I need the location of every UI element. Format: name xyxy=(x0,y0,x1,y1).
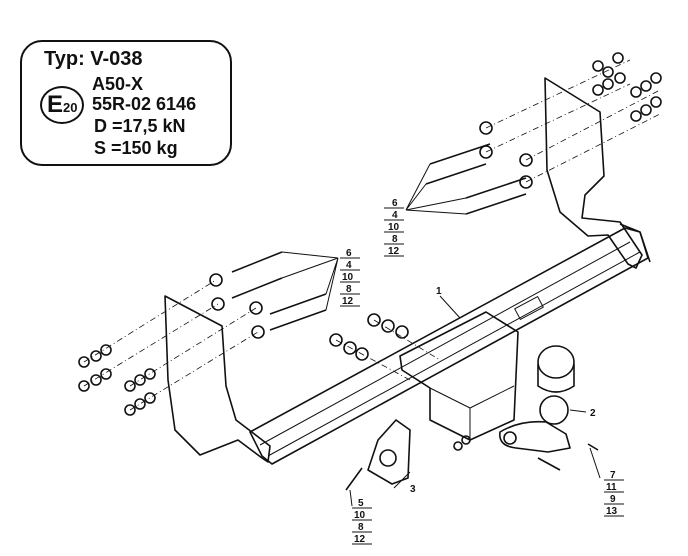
callout-bottom-right: 7 11 9 13 xyxy=(604,470,624,517)
callout-bottom-right-2: 9 xyxy=(610,494,616,505)
bolts-upper-left xyxy=(78,251,327,416)
lower-left-bolt xyxy=(345,467,363,491)
regulation-number: 55R-02 6146 xyxy=(92,94,197,114)
callout-upper-right-1: 4 xyxy=(392,210,398,221)
leader-lines xyxy=(281,163,601,507)
socket-plate xyxy=(367,419,411,485)
d-value: D =17,5 kN xyxy=(94,116,186,136)
type-designation: Typ: V-038 xyxy=(44,48,143,70)
left-bracket-plate xyxy=(164,295,271,463)
main-cross-beam xyxy=(249,227,649,465)
callout-upper-left-4: 12 xyxy=(342,296,354,307)
callout-bottom-right-0: 7 xyxy=(610,470,616,481)
callout-bottom-left-1: 10 xyxy=(354,510,366,521)
ball-cover xyxy=(537,345,575,379)
right-bracket-plate xyxy=(544,77,643,269)
center-fasteners xyxy=(329,313,471,451)
callout-upper-left-1: 4 xyxy=(346,260,352,271)
tow-ball xyxy=(539,395,569,425)
callout-part-3: 3 xyxy=(410,484,416,495)
callout-bottom-right-3: 13 xyxy=(606,506,618,517)
callout-bottom-right-1: 11 xyxy=(606,482,617,493)
bolts-upper-right xyxy=(425,52,662,215)
callout-upper-left-2: 10 xyxy=(342,272,354,283)
callout-upper-left-3: 8 xyxy=(346,284,352,295)
callout-upper-left-0: 6 xyxy=(346,248,352,259)
e-mark-letter: E xyxy=(47,91,64,118)
callout-part-1: 1 xyxy=(436,286,442,297)
e-mark-icon: E20 xyxy=(40,86,84,124)
alignment-lines xyxy=(83,59,661,411)
callout-bottom-left-3: 12 xyxy=(354,534,366,545)
ball-neck xyxy=(499,420,571,453)
callout-bottom-left-2: 8 xyxy=(358,522,364,533)
approval-class: A50-X xyxy=(92,74,144,94)
callout-upper-right-3: 8 xyxy=(392,234,398,245)
callout-part-2: 2 xyxy=(590,408,596,419)
callout-upper-right-4: 12 xyxy=(388,246,400,257)
e-mark-number: 20 xyxy=(63,100,78,115)
callout-upper-right-0: 6 xyxy=(392,198,398,209)
lower-right-bolt xyxy=(537,443,599,471)
callout-bottom-left-0: 5 xyxy=(358,498,364,509)
approval-label-box: Typ: V-038 E20 A50-X 55R-02 6146 D =17,5… xyxy=(20,40,232,166)
s-value: S =150 kg xyxy=(94,138,178,158)
callout-upper-right-2: 10 xyxy=(388,222,400,233)
callout-bottom-left: 5 10 8 12 xyxy=(352,498,372,545)
callout-upper-left: 6 4 10 8 12 xyxy=(340,248,360,307)
callout-upper-right: 6 4 10 8 12 xyxy=(384,198,404,257)
center-receiver xyxy=(399,311,519,441)
